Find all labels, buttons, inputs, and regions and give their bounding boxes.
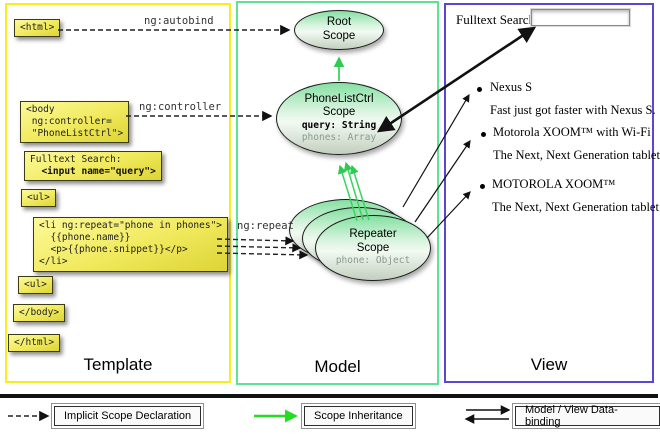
ng-autobind-label: ng:autobind	[144, 15, 214, 27]
body-open-tag-box: <body ng:controller= "PhoneListCtrl">	[20, 101, 130, 144]
phone-property: phone: Object	[335, 255, 411, 267]
legend-scope-inheritance-box: Scope Inheritance	[304, 406, 413, 426]
view-panel-title: View	[530, 355, 568, 374]
bullet-icon	[477, 87, 482, 92]
legend-separator-line	[0, 394, 658, 398]
view-item-desc: Fast just got faster with Nexus S.	[490, 103, 656, 117]
query-property: query: String	[301, 119, 377, 131]
legend-binding-label: Model / View Data-binding	[525, 404, 618, 428]
view-item-title: Nexus S	[490, 80, 533, 94]
html-open-tag-box: <html>	[14, 19, 61, 38]
ul-open-tag-box: <ul>	[21, 189, 56, 208]
legend-implicit-label: Implicit Scope Declaration	[64, 410, 192, 422]
html-close-tag-box: </html>	[8, 334, 61, 353]
view-fulltext-search-label: Fulltext Search:	[456, 12, 539, 27]
model-panel-title: Model	[314, 357, 361, 376]
view-item-title: MOTOROLA XOOM™	[492, 177, 616, 191]
ng-repeat-label: ng:repeat	[237, 220, 294, 232]
li-repeat-tag-box: <li ng:repeat="phone in phones"> {{phone…	[33, 217, 229, 272]
view-search-input[interactable]	[531, 9, 630, 26]
phones-property: phones: Array	[301, 132, 377, 144]
repeater-scope-front-ellipse: Repeater Scope phone: Object	[315, 215, 431, 281]
phonelistctrl-scope-label: PhoneListCtrl Scope	[304, 92, 374, 119]
root-scope-ellipse: Root Scope	[294, 10, 384, 50]
ng-controller-label: ng:controller	[139, 101, 222, 113]
legend-inheritance-label: Scope Inheritance	[314, 410, 403, 422]
repeater-scope-label: Repeater Scope	[349, 228, 397, 254]
bullet-icon	[480, 184, 485, 189]
root-scope-label: Root Scope	[322, 16, 356, 42]
template-panel-title: Template	[83, 355, 153, 374]
view-panel: View	[444, 3, 654, 383]
fulltext-search-template-box: Fulltext Search: <input name="query">	[24, 151, 162, 182]
view-item-desc: The Next, Next Generation tablet.	[493, 148, 660, 162]
legend-implicit-scope-box: Implicit Scope Declaration	[54, 406, 202, 426]
view-item-desc: The Next, Next Generation tablet.	[492, 200, 660, 214]
bullet-icon	[481, 132, 486, 137]
model-panel: Model	[236, 1, 439, 385]
view-item-title: Motorola XOOM™ with Wi-Fi	[493, 125, 651, 139]
body-close-tag-box: </body>	[13, 304, 66, 323]
ul-second-tag-box: <ul>	[18, 276, 53, 295]
fulltext-template-label: Fulltext Search:	[30, 154, 122, 165]
legend-data-binding-box: Model / View Data-binding	[515, 404, 660, 428]
phonelistctrl-scope-ellipse: PhoneListCtrl Scope query: String phones…	[276, 82, 402, 155]
input-tag-code: <input name="query">	[41, 166, 156, 178]
